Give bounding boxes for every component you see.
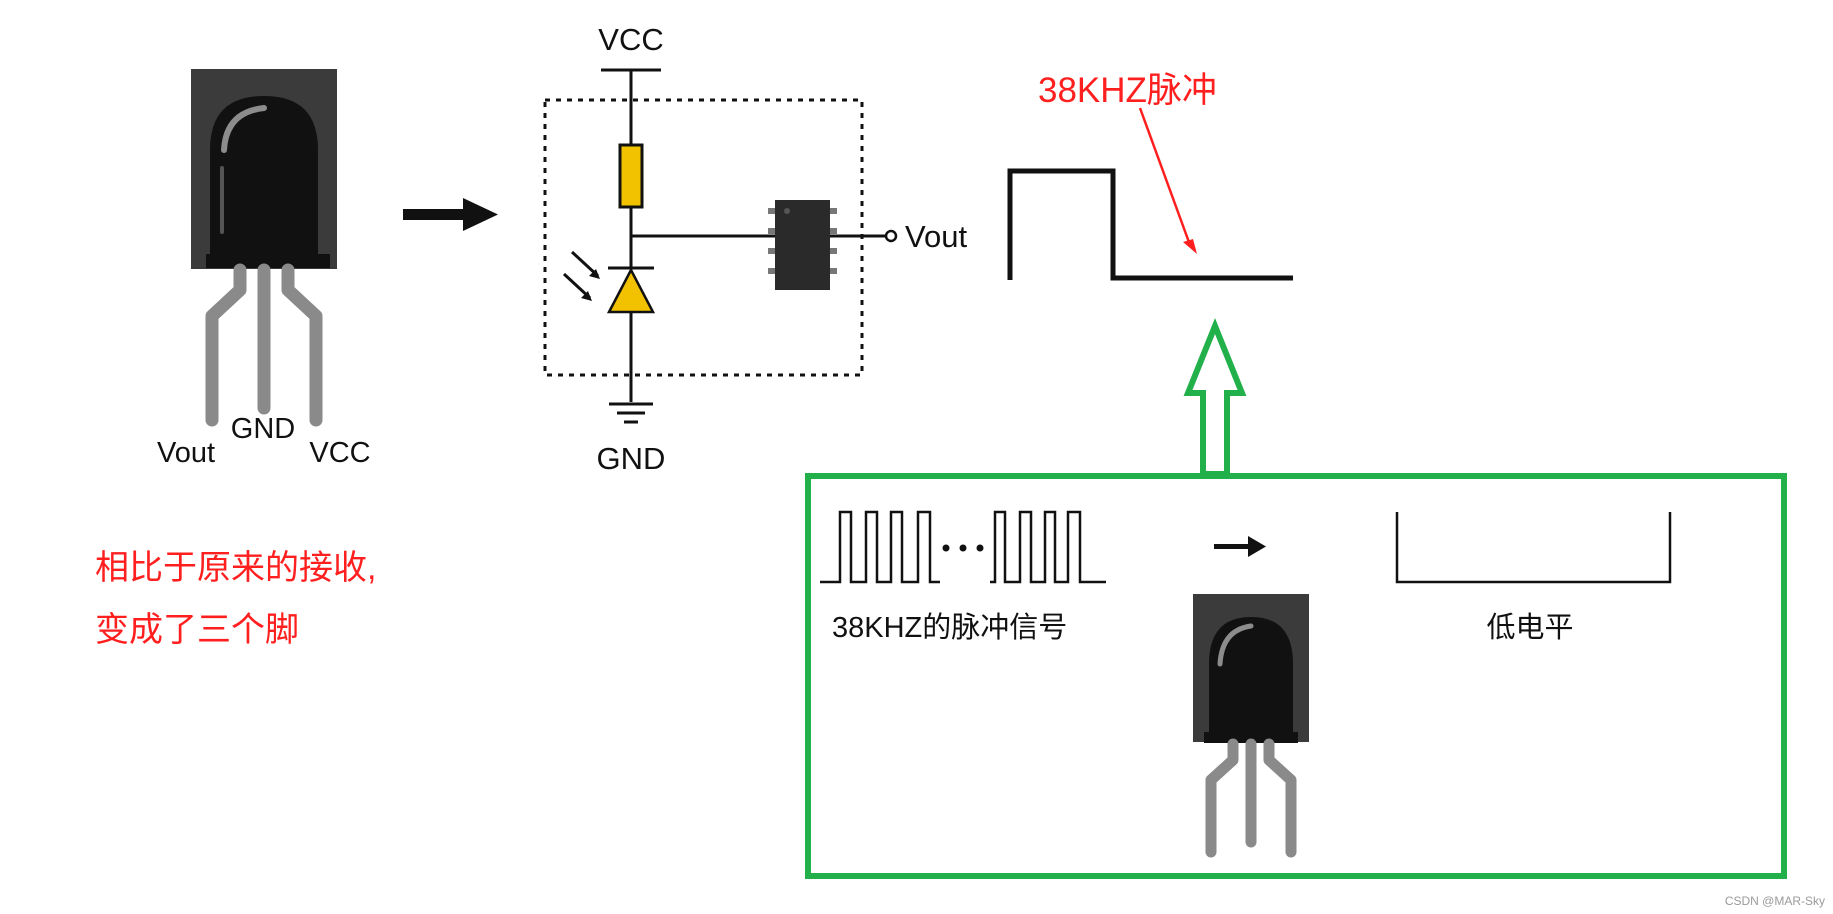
receiver-circuit bbox=[543, 68, 898, 424]
low-level-label: 低电平 bbox=[1486, 611, 1573, 644]
low-level-waveform bbox=[1395, 512, 1672, 584]
ellipsis-dots bbox=[942, 544, 984, 552]
explanation-panel bbox=[805, 473, 1787, 879]
circuit-gnd-label: GND bbox=[597, 441, 666, 476]
ground-icon bbox=[609, 402, 653, 424]
watermark: CSDN @MAR-Sky bbox=[1725, 894, 1825, 908]
sensor-pin-vout-label: Vout bbox=[157, 437, 215, 469]
photodiode-icon bbox=[562, 250, 656, 314]
note-line-1: 相比于原来的接收, bbox=[95, 549, 376, 587]
chip-icon bbox=[768, 200, 837, 290]
output-waveform bbox=[1007, 168, 1293, 281]
note-line-2: 变成了三个脚 bbox=[95, 611, 299, 649]
pulse-signal-label: 38KHZ的脉冲信号 bbox=[832, 611, 1067, 644]
arrow-right-icon bbox=[1214, 536, 1266, 557]
circuit-vcc-label: VCC bbox=[598, 22, 663, 57]
arrow-up-icon bbox=[1183, 317, 1247, 477]
ir-receiver-icon bbox=[191, 69, 337, 427]
arrow-right-icon bbox=[403, 198, 498, 231]
pulse-annotation-label: 38KHZ脉冲 bbox=[1038, 71, 1217, 110]
circuit-vout-label: Vout bbox=[905, 219, 967, 254]
ir-receiver-icon bbox=[1193, 594, 1309, 858]
annotation-arrow bbox=[1138, 107, 1197, 254]
resistor-icon bbox=[618, 143, 644, 209]
sensor-pin-vcc-label: VCC bbox=[309, 437, 370, 469]
pulse-train bbox=[820, 510, 1106, 584]
sensor-pin-gnd-label: GND bbox=[231, 413, 295, 445]
